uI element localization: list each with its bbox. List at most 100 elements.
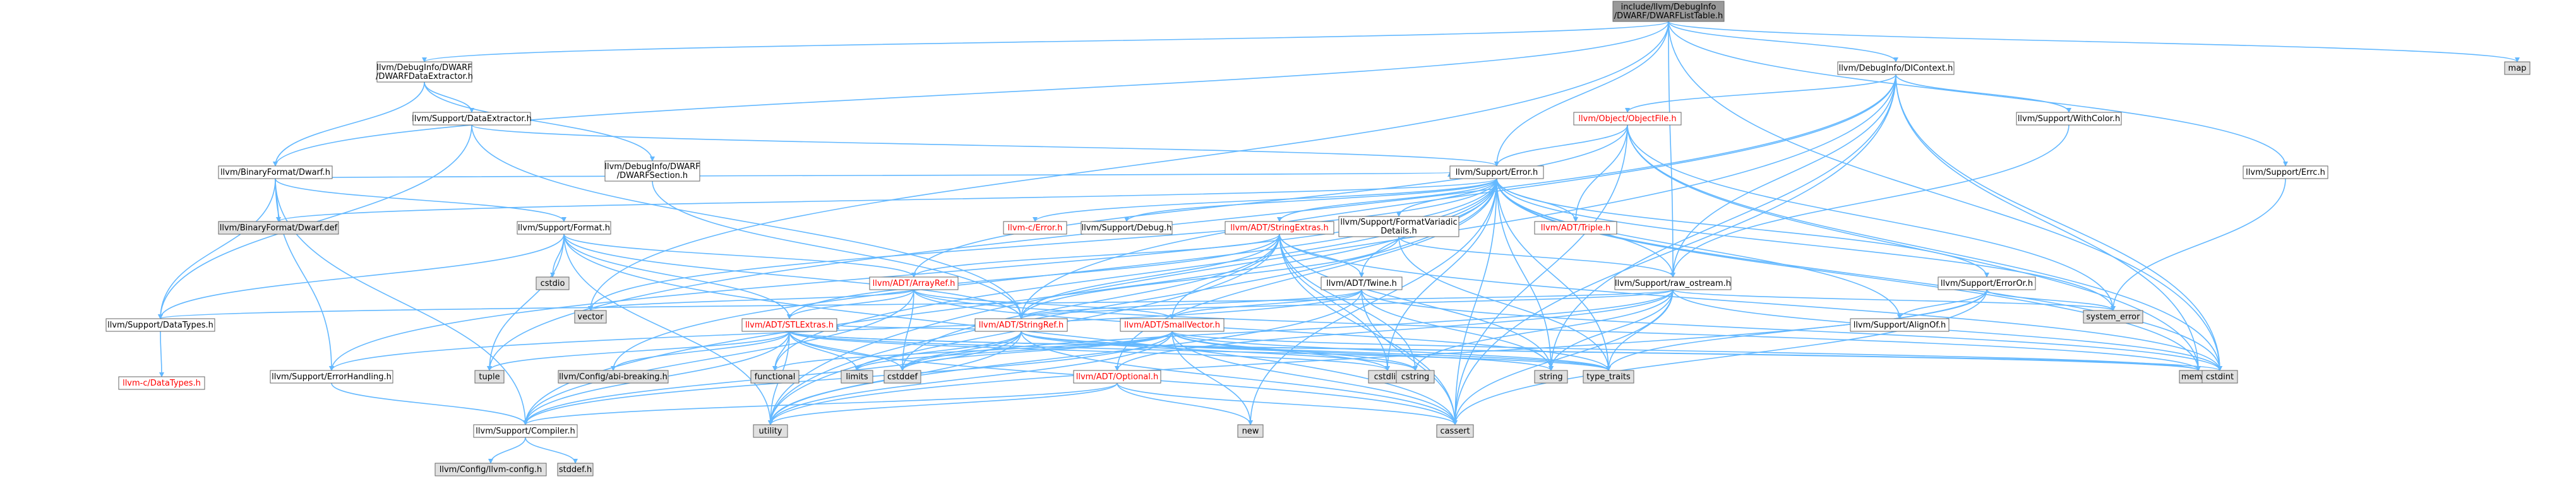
- node-box: [2016, 112, 2122, 126]
- edge-raw-ostream-to-string-ref: [1019, 289, 1674, 319]
- node-c-error[interactable]: llvm-c/Error.h: [1003, 221, 1067, 235]
- node-align-of[interactable]: llvm/Support/AlignOf.h: [1850, 318, 1950, 332]
- edge-raw-ostream-to-type-traits: [1606, 289, 1674, 371]
- node-compiler[interactable]: llvm/Support/Compiler.h: [473, 424, 578, 438]
- edge-support-format-to-utility: [563, 234, 773, 425]
- edge-support-error-to-functional: [772, 178, 1497, 371]
- edge-small-vector-to-type-traits: [1171, 331, 1611, 371]
- node-label: llvm/ADT/SmallVector.h: [1124, 321, 1220, 330]
- node-label: llvm/Support/Format.h: [518, 223, 610, 233]
- edge-support-error-to-format-variadic: [1396, 178, 1497, 217]
- edge-raw-ostream-to-system-error: [1672, 289, 2116, 311]
- node-small-vector[interactable]: llvm/ADT/SmallVector.h: [1120, 318, 1225, 332]
- node-box: [517, 221, 611, 235]
- edge-binary-dwarf-to-support-error: [275, 172, 1451, 179]
- edge-error-or-to-utility: [768, 289, 1987, 425]
- node-cstdint: cstdint: [2202, 370, 2238, 384]
- node-twine[interactable]: llvm/ADT/Twine.h: [1321, 276, 1403, 290]
- node-stl-extras[interactable]: llvm/ADT/STLExtras.h: [741, 318, 837, 332]
- edge-string-extras-to-cstdint: [1279, 234, 2222, 371]
- node-label: tuple: [479, 372, 500, 382]
- node-cstring: cstring: [1396, 370, 1435, 384]
- node-box: [574, 310, 607, 324]
- node-label: llvm/Support/AlignOf.h: [1854, 321, 1946, 330]
- node-box: [1534, 221, 1617, 235]
- node-functional: functional: [750, 370, 800, 384]
- node-box: [1321, 276, 1403, 290]
- edge-support-error-to-vector: [588, 178, 1497, 311]
- edge-string-ref-to-cstddef: [900, 331, 1022, 371]
- node-array-ref[interactable]: llvm/ADT/ArrayRef.h: [869, 276, 959, 290]
- node-raw-ostream[interactable]: llvm/Support/raw_ostream.h: [1614, 276, 1732, 290]
- node-label: map: [2508, 64, 2527, 73]
- edge-array-ref-to-vector: [588, 289, 914, 311]
- edge-dwarf-extractor-to-data-extractor: [424, 81, 474, 113]
- node-dwarf-def: llvm/BinaryFormat/Dwarf.def: [218, 221, 339, 235]
- edge-support-error-to-new: [1248, 178, 1497, 425]
- node-data-extractor[interactable]: llvm/Support/DataExtractor.h: [412, 112, 532, 126]
- node-box: [1850, 318, 1950, 332]
- node-dwarf-extractor[interactable]: llvm/DebugInfo/DWARF/DWARFDataExtractor.…: [376, 61, 473, 83]
- node-tuple: tuple: [474, 370, 505, 384]
- node-root[interactable]: include/llvm/DebugInfo/DWARF/DWARFListTa…: [1612, 1, 1725, 22]
- edge-compiler-to-stddef: [525, 437, 578, 464]
- node-box: [841, 370, 873, 384]
- node-object-file[interactable]: llvm/Object/ObjectFile.h: [1573, 112, 1682, 126]
- node-triple[interactable]: llvm/ADT/Triple.h: [1534, 221, 1617, 235]
- node-support-format[interactable]: llvm/Support/Format.h: [517, 221, 611, 235]
- node-label: llvm/Support/ErrorOr.h: [1941, 279, 2033, 288]
- node-string-ref[interactable]: llvm/ADT/StringRef.h: [974, 318, 1068, 332]
- node-c-data-types[interactable]: llvm-c/DataTypes.h: [118, 376, 205, 390]
- node-label: llvm/BinaryFormat/Dwarf.def: [220, 223, 338, 233]
- node-binary-dwarf[interactable]: llvm/BinaryFormat/Dwarf.h: [218, 165, 333, 179]
- edge-object-file-to-cassert: [1453, 124, 1628, 425]
- node-cassert: cassert: [1436, 424, 1474, 438]
- node-label: llvm/Support/Compiler.h: [476, 427, 575, 436]
- node-support-debug[interactable]: llvm/Support/Debug.h: [1081, 221, 1173, 235]
- node-errc[interactable]: llvm/Support/Errc.h: [2243, 165, 2328, 179]
- edge-support-format-to-string-ref: [563, 234, 1024, 319]
- node-label: llvm/ADT/ArrayRef.h: [873, 279, 956, 288]
- edge-root-to-dwarf-extractor: [422, 21, 1669, 62]
- edge-string-extras-to-array-ref: [911, 234, 1280, 278]
- node-dwarf-section[interactable]: llvm/DebugInfo/DWARF/DWARFSection.h: [604, 160, 700, 182]
- node-error-handling[interactable]: llvm/Support/ErrorHandling.h: [270, 370, 393, 384]
- edge-root-to-map: [1668, 21, 2520, 62]
- edge-dicontext-to-with-color: [1895, 74, 2071, 113]
- node-box: [2504, 61, 2531, 75]
- node-label: llvm/DebugInfo/DWARF: [604, 162, 700, 172]
- edge-support-format-to-data-types: [158, 234, 565, 319]
- edge-error-or-to-system-error: [1986, 289, 2116, 311]
- edge-data-extractor-to-support-error: [471, 124, 1499, 167]
- edge-string-ref-to-limits: [854, 331, 1022, 371]
- dependency-edges: [158, 21, 2520, 464]
- node-support-error[interactable]: llvm/Support/Error.h: [1449, 165, 1544, 179]
- node-label: Details.h: [1381, 227, 1417, 236]
- node-with-color[interactable]: llvm/Support/WithColor.h: [2016, 112, 2122, 126]
- edge-errc-to-system-error: [2111, 178, 2286, 311]
- edge-root-to-support-error: [1494, 21, 1669, 167]
- edge-array-ref-to-memory: [913, 289, 2201, 371]
- edge-support-error-to-dwarf-def: [276, 178, 1497, 222]
- node-data-types[interactable]: llvm/Support/DataTypes.h: [105, 318, 215, 332]
- node-error-or[interactable]: llvm/Support/ErrorOr.h: [1938, 276, 2036, 290]
- edge-dicontext-to-memory: [1895, 74, 2201, 371]
- edge-raw-ostream-to-cstring: [1413, 289, 1674, 371]
- edge-dicontext-to-string-ref: [1019, 74, 1896, 319]
- edge-dicontext-to-cstdint: [1895, 74, 2222, 371]
- edge-object-file-to-memory: [1627, 124, 2201, 371]
- edge-root-to-dicontext: [1668, 21, 1898, 62]
- edge-string-extras-to-cstring: [1279, 234, 1418, 371]
- node-box: [1338, 216, 1459, 237]
- node-optional[interactable]: llvm/ADT/Optional.h: [1073, 370, 1161, 384]
- edge-small-vector-to-cstddef: [900, 331, 1173, 371]
- node-dicontext[interactable]: llvm/DebugInfo/DIContext.h: [1837, 61, 1955, 75]
- edge-support-error-to-cstdint: [1496, 178, 2222, 371]
- edge-support-error-to-cstdlib: [1385, 178, 1497, 371]
- node-string-extras[interactable]: llvm/ADT/StringExtras.h: [1225, 221, 1334, 235]
- node-box: [376, 61, 472, 83]
- edge-support-format-to-stl-extras: [563, 234, 792, 319]
- node-label: llvm/DebugInfo/DIContext.h: [1839, 64, 1953, 73]
- node-label: llvm/Config/abi-breaking.h: [559, 372, 668, 382]
